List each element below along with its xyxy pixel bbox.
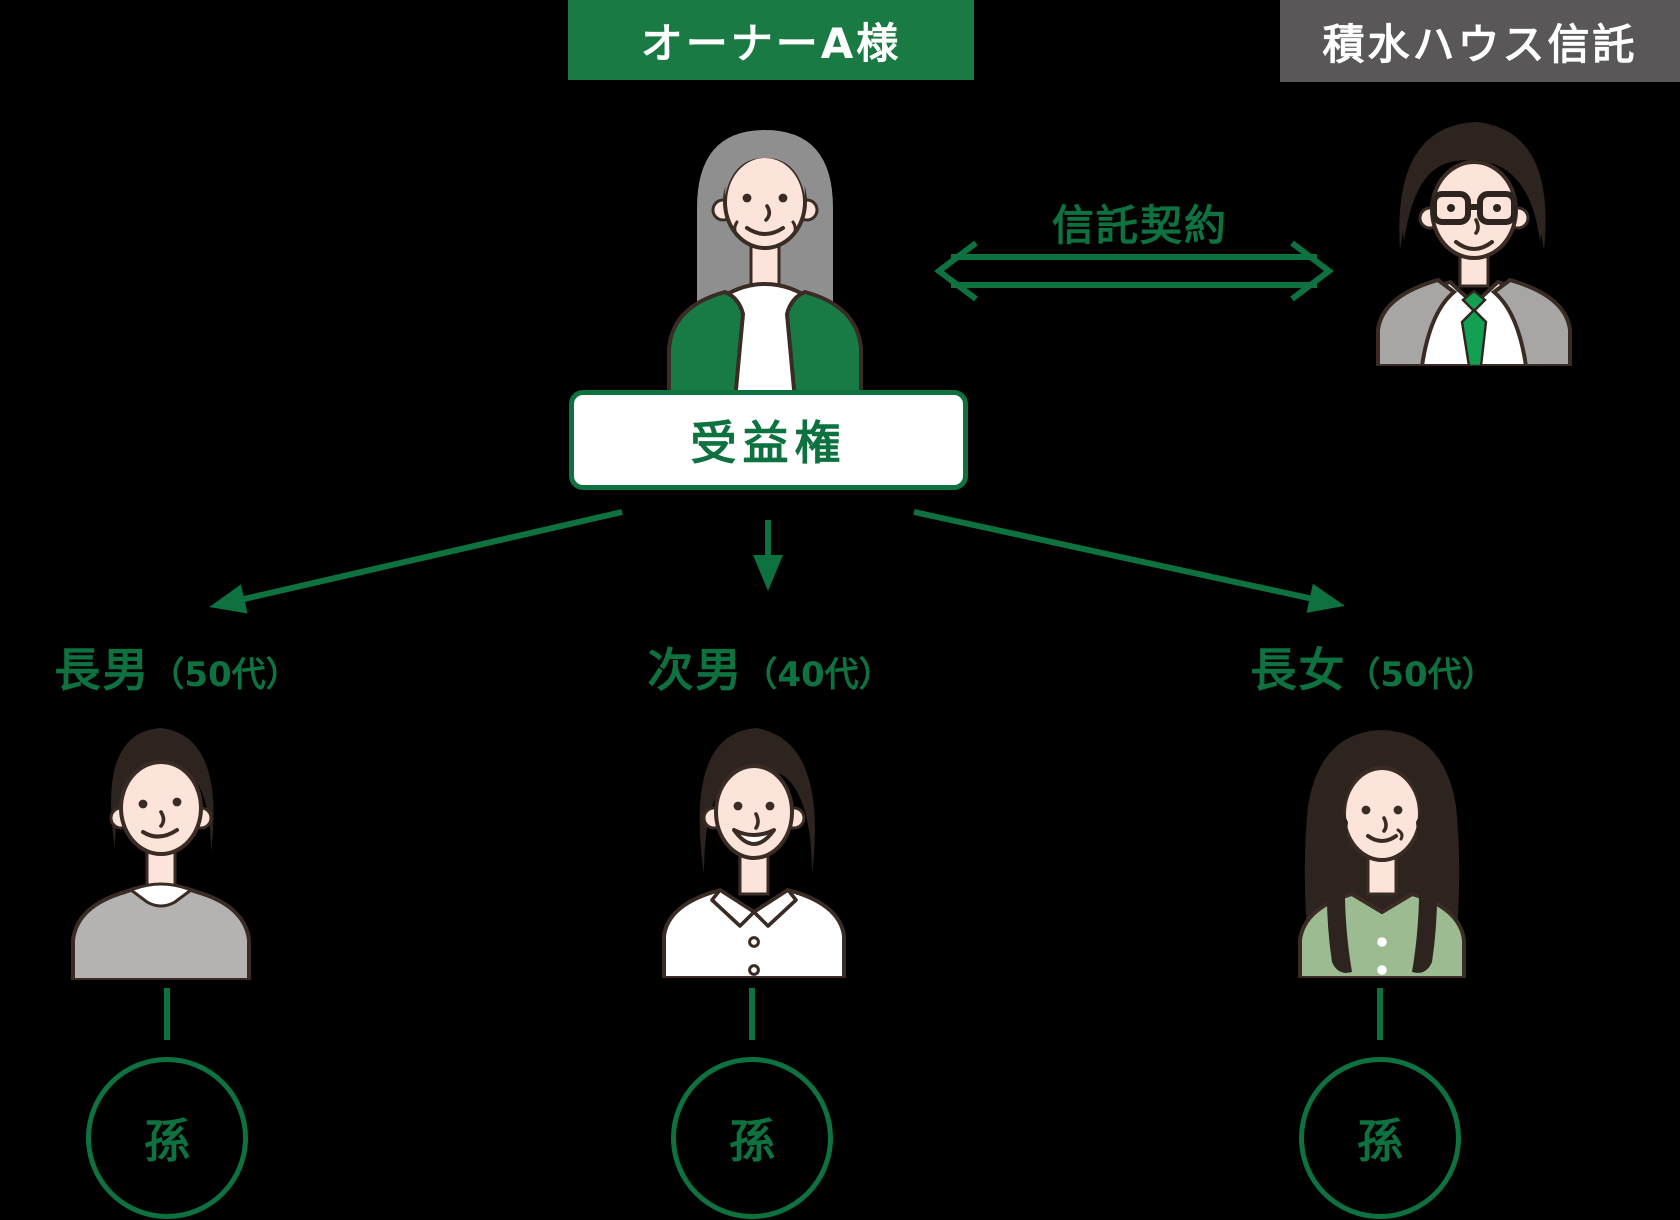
trust-company-title-box: 積水ハウス信託	[1280, 0, 1680, 82]
eldest-daughter-avatar	[1298, 730, 1466, 978]
eldest-son-avatar	[71, 728, 251, 980]
grandchild-label-3: 孫	[1357, 1114, 1403, 1168]
second-son-avatar	[662, 728, 846, 978]
grandchild-label-2: 孫	[729, 1114, 775, 1168]
eldest-daughter-age: （50代）	[1346, 655, 1496, 695]
glasses-icon	[1431, 191, 1517, 225]
owner-avatar	[667, 130, 863, 400]
trust-officer-avatar	[1376, 122, 1572, 366]
eldest-son-label: 長男 （50代）	[27, 634, 327, 700]
connector-second-son-grandchild	[749, 988, 755, 1040]
second-son-label: 次男 （40代）	[620, 634, 920, 700]
second-son-name: 次男	[647, 643, 744, 697]
grandchild-label-1: 孫	[144, 1114, 190, 1168]
grandchild-circle-1: 孫	[86, 1057, 248, 1219]
beneficiary-right-label: 受益権	[690, 416, 847, 470]
beneficiary-right-box: 受益権	[569, 390, 968, 490]
arrow-to-eldest-daughter	[913, 509, 1345, 613]
trust-company-title: 積水ハウス信託	[1322, 19, 1638, 69]
eldest-daughter-name: 長女	[1250, 643, 1347, 697]
trust-contract-label: 信託契約	[1051, 201, 1228, 250]
owner-title-box: オーナーA様	[568, 0, 974, 80]
second-son-age: （40代）	[743, 655, 893, 695]
eldest-son-name: 長男	[54, 643, 151, 697]
eldest-son-age: （50代）	[150, 655, 300, 695]
connector-eldest-son-grandchild	[164, 988, 170, 1040]
owner-title: オーナーA様	[640, 18, 902, 68]
eldest-daughter-label: 長女 （50代）	[1223, 634, 1523, 700]
grandchild-circle-2: 孫	[671, 1057, 833, 1219]
connector-eldest-daughter-grandchild	[1377, 988, 1383, 1040]
grandchild-circle-3: 孫	[1299, 1057, 1461, 1219]
arrow-to-eldest-son	[209, 509, 623, 614]
